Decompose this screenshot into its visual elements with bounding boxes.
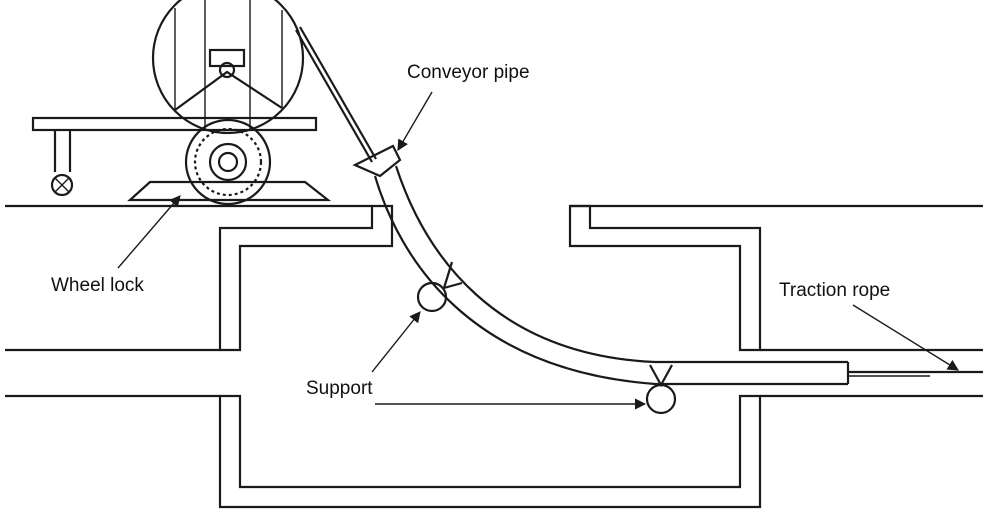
trailer-wheel <box>184 118 272 206</box>
label-traction-rope: Traction rope <box>779 280 891 301</box>
label-conveyor-pipe: Conveyor pipe <box>407 62 530 83</box>
cable-reel-trailer <box>31 0 318 206</box>
label-support: Support <box>306 378 373 399</box>
support-roller-upper <box>416 281 448 313</box>
cable-reel <box>151 0 305 135</box>
support-rollers <box>416 261 677 415</box>
traction-rope <box>848 370 983 377</box>
conveyor-pipe <box>352 144 850 386</box>
wheel-lock-chock <box>127 180 332 202</box>
cable <box>295 26 377 163</box>
label-wheel-lock: Wheel lock <box>51 275 144 296</box>
chamber-walls <box>218 204 762 509</box>
leader-arrows <box>117 91 959 410</box>
duct-pipes <box>5 348 983 398</box>
support-roller-lower <box>645 383 677 415</box>
